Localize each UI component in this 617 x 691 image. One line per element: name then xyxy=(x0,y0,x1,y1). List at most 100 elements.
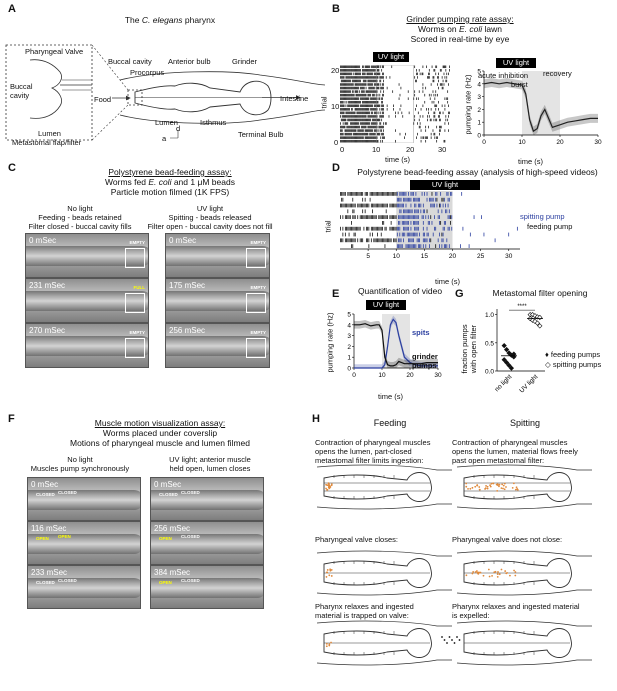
raster-tick xyxy=(439,111,440,115)
raster-tick xyxy=(347,129,349,132)
raster-tick xyxy=(433,111,435,115)
raster-tick xyxy=(368,139,370,143)
particle xyxy=(471,486,474,489)
raster-tick xyxy=(431,100,433,104)
raster-tick xyxy=(434,136,436,139)
raster-tick xyxy=(345,136,347,139)
feeding-tick xyxy=(361,203,362,208)
raster-tick xyxy=(349,111,350,115)
feeding-tick xyxy=(389,215,391,219)
raster-tick xyxy=(369,72,371,76)
raster-tick xyxy=(416,69,417,72)
raster-tick xyxy=(346,86,348,90)
raster-tick xyxy=(350,136,351,139)
raster-tick xyxy=(376,97,378,100)
raster-tick xyxy=(361,86,362,90)
feeding-tick xyxy=(395,215,397,219)
raster-tick xyxy=(351,100,352,104)
raster-tick xyxy=(355,118,357,122)
raster-tick xyxy=(360,86,361,90)
spitting-tick xyxy=(448,209,450,214)
feeding-tick xyxy=(352,244,354,248)
raster-tick xyxy=(348,93,350,97)
particle xyxy=(325,576,328,578)
raster-tick xyxy=(373,122,374,125)
feeding-tick xyxy=(342,238,344,243)
outline xyxy=(323,472,432,502)
raster-tick xyxy=(428,111,429,115)
feeding-tick xyxy=(380,238,382,243)
raster-tick xyxy=(356,136,358,139)
feeding-tick xyxy=(342,215,344,219)
spitting-tick xyxy=(416,215,418,219)
raster-tick xyxy=(341,97,343,100)
spitting-tick xyxy=(400,215,402,219)
raster-tick xyxy=(357,125,359,129)
raster-tick xyxy=(366,90,368,93)
raster-tick xyxy=(350,83,351,86)
raster-tick xyxy=(348,97,350,100)
spitting-tick xyxy=(401,215,403,219)
raster-tick xyxy=(344,129,346,132)
raster-tick xyxy=(407,90,409,93)
feeding-tick xyxy=(379,226,381,231)
raster-tick xyxy=(378,104,380,108)
raster-tick xyxy=(375,83,377,86)
panel-a-title: The C. elegans pharynx xyxy=(124,15,216,25)
raster-tick xyxy=(434,115,436,118)
raster-tick xyxy=(345,115,347,118)
raster-tick xyxy=(362,93,363,97)
feeding-tick xyxy=(358,203,360,208)
raster-tick xyxy=(362,115,364,118)
raster-tick xyxy=(351,122,352,125)
raster-tick xyxy=(360,93,361,97)
spitting-tick xyxy=(406,215,408,219)
raster-tick xyxy=(373,104,375,108)
raster-tick xyxy=(340,79,342,83)
raster-tick xyxy=(438,72,439,76)
raster-tick xyxy=(434,97,436,100)
raster-tick xyxy=(365,122,367,125)
raster-tick xyxy=(356,125,358,129)
raster-tick xyxy=(428,93,430,97)
spitting-tick xyxy=(411,244,413,248)
raster-tick xyxy=(362,100,364,104)
raster-tick xyxy=(340,122,341,125)
raster-tick xyxy=(434,69,436,72)
spitting-tick xyxy=(400,244,402,248)
feeding-tick xyxy=(352,192,354,196)
uv-bar-d: UV light xyxy=(410,180,480,190)
particle xyxy=(498,485,500,488)
spitting-tick xyxy=(405,226,407,231)
feeding-tick xyxy=(384,192,386,196)
feeding-tick xyxy=(347,238,349,243)
raster-tick xyxy=(356,111,358,115)
raster-tick xyxy=(347,76,349,79)
panel-letter-g: G xyxy=(455,288,464,300)
expelled-particle xyxy=(443,639,446,641)
raster-tick xyxy=(374,122,376,125)
pharynx-schematic xyxy=(316,550,452,596)
feeding-tick xyxy=(369,215,371,219)
raster-tick xyxy=(358,129,360,132)
raster-tick xyxy=(436,104,438,108)
raster-tick xyxy=(367,136,369,139)
y-tick-label: 0 xyxy=(477,133,481,140)
raster-tick xyxy=(435,104,437,108)
spitting-tick xyxy=(413,197,414,202)
spitting-tick xyxy=(410,232,412,237)
raster-tick xyxy=(368,104,370,108)
raster-tick xyxy=(374,97,376,100)
feeding-tick xyxy=(431,192,433,196)
pharynx-schematic xyxy=(456,550,592,596)
raster-tick xyxy=(363,79,365,83)
raster-tick xyxy=(364,115,366,118)
feeding-tick xyxy=(346,238,347,243)
spitting-tick xyxy=(400,192,402,196)
feeding-tick xyxy=(357,192,359,196)
particle xyxy=(496,573,499,575)
raster-tick xyxy=(374,72,376,76)
raster-tick xyxy=(355,83,357,86)
raster-tick xyxy=(347,108,349,111)
raster-tick xyxy=(373,79,375,83)
